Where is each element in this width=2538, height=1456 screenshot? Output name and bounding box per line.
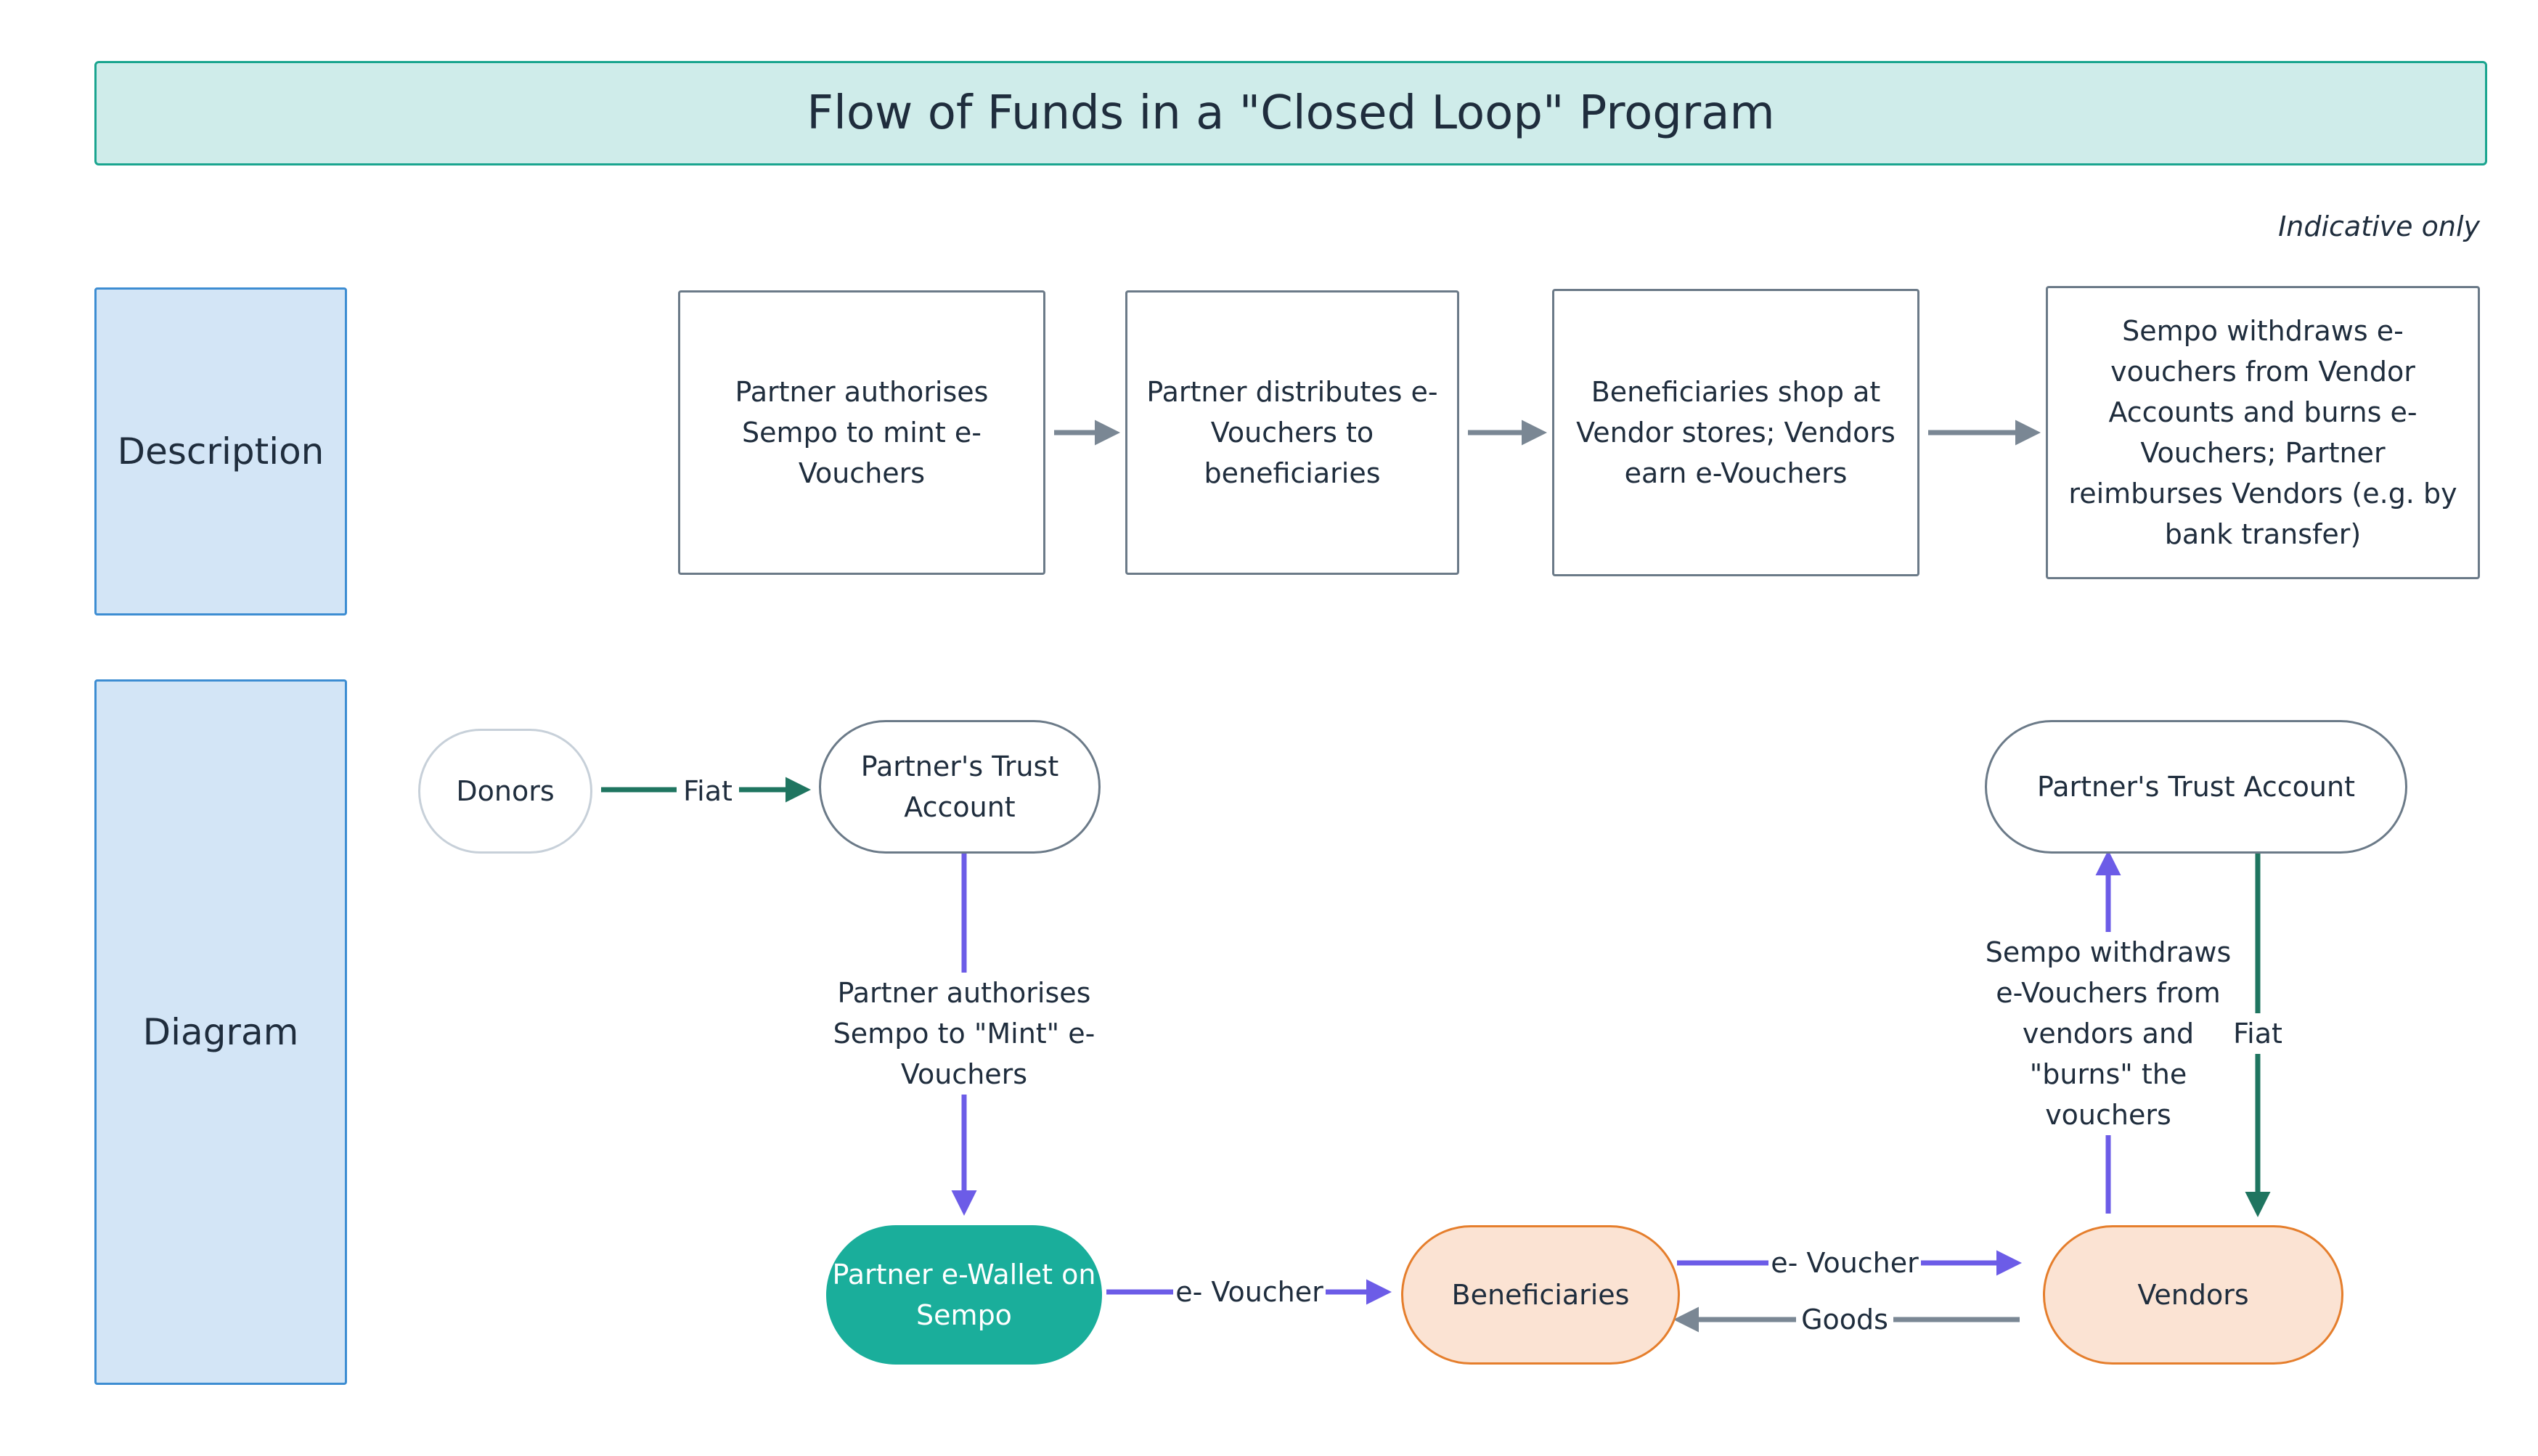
- label-vendors-to-trust: Sempo withdraws e-Vouchers from vendors …: [1978, 932, 2239, 1135]
- page-title: Flow of Funds in a "Closed Loop" Program: [807, 86, 1775, 140]
- indicative-note: Indicative only: [2278, 210, 2480, 242]
- label-beneficiaries-to-vendors: e- Voucher: [1768, 1243, 1921, 1283]
- label-wallet-to-beneficiaries: e- Voucher: [1173, 1272, 1326, 1312]
- node-trust-account-left: Partner's Trust Account: [819, 720, 1101, 854]
- step-4-box: Sempo withdraws e-vouchers from Vendor A…: [2046, 286, 2480, 579]
- node-vendors: Vendors: [2043, 1225, 2343, 1365]
- label-vendors-to-beneficiaries: Goods: [1796, 1299, 1893, 1340]
- node-partner-wallet: Partner e-Wallet on Sempo: [826, 1225, 1102, 1365]
- node-donors: Donors: [418, 729, 592, 854]
- label-trust-to-vendors: Fiat: [2226, 1013, 2290, 1054]
- node-beneficiaries: Beneficiaries: [1401, 1225, 1680, 1365]
- step-1-box: Partner authorises Sempo to mint e-Vouch…: [678, 290, 1045, 575]
- label-donors-to-trust: Fiat: [677, 771, 739, 811]
- step-2-box: Partner distributes e-Vouchers to benefi…: [1125, 290, 1459, 575]
- label-trust-to-wallet: Partner authorises Sempo to "Mint" e-Vou…: [819, 973, 1109, 1095]
- node-trust-account-right: Partner's Trust Account: [1985, 720, 2407, 854]
- row-label-description: Description: [94, 287, 347, 615]
- row-label-diagram: Diagram: [94, 679, 347, 1385]
- title-bar: Flow of Funds in a "Closed Loop" Program: [94, 61, 2487, 165]
- step-3-box: Beneficiaries shop at Vendor stores; Ven…: [1552, 289, 1919, 576]
